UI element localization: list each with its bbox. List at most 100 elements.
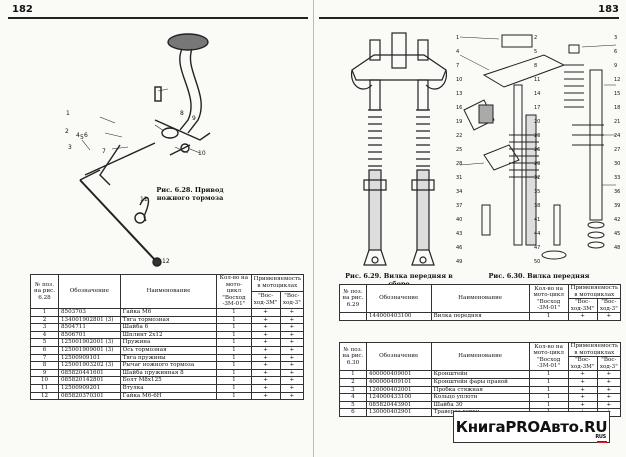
cell-voskhod-3m: + <box>250 338 281 347</box>
callout-label: 21 <box>614 119 620 125</box>
callout-label: 32 <box>534 175 540 181</box>
cell-voskhod-3: + <box>279 361 305 370</box>
cell-voskhod-3: + <box>279 368 305 378</box>
cell-pos: 12 <box>30 391 59 401</box>
cell-voskhod-3m: + <box>250 315 281 325</box>
cell-voskhod-3: + <box>279 376 305 385</box>
callout-label: 25 <box>456 147 462 153</box>
cell-name: Тяга тормозная <box>119 315 218 325</box>
callout-label: 6 <box>84 132 88 139</box>
col-qty: Кол-во на мото-цикл "Восход -3М-01" <box>216 274 252 309</box>
callout-label: 13 <box>456 91 462 97</box>
cell-designation: 8504711 <box>58 323 121 332</box>
callout-label: 39 <box>614 203 620 209</box>
cell-voskhod-3: + <box>596 377 622 387</box>
figure-6-29-front-fork: Рис. 6.29. Вилка передняя в сборе <box>344 25 454 287</box>
callout-label: 3 <box>68 144 72 151</box>
cell-voskhod-3: + <box>596 393 622 402</box>
watermark-text: КнигаPROАвто <box>455 418 579 436</box>
cell-qty: 1 <box>528 393 569 402</box>
cell-qty: 1 <box>528 385 569 395</box>
cell-voskhod-3: + <box>279 383 305 393</box>
col-voskhod-3: "Вос-ход-3" <box>596 356 622 372</box>
callout-label: 1 <box>66 110 70 117</box>
cell-designation: 085820142801 <box>58 376 121 385</box>
cell-name: Пробка стяжная <box>430 385 530 395</box>
cell-name: Вилка передняя <box>430 312 530 321</box>
cell-voskhod-3m: + <box>567 400 598 410</box>
cell-voskhod-3: + <box>279 353 305 363</box>
col-designation: Обозначение <box>365 283 432 314</box>
callout-label: 35 <box>534 189 540 195</box>
cell-voskhod-3m: + <box>250 353 281 363</box>
page-number-left: 182 <box>12 4 33 15</box>
cell-name: Гайка М6-6Н <box>119 391 218 401</box>
cell-voskhod-3m: + <box>250 330 281 340</box>
col-applicability: Применяемость в мотоциклах <box>567 283 622 300</box>
cell-voskhod-3m: + <box>250 368 281 378</box>
callout-label: 31 <box>456 175 462 181</box>
callout-label: 9 <box>614 63 617 69</box>
right-page: 1 8 3 <box>313 0 626 457</box>
callout-label: 23 <box>534 133 540 139</box>
callout-label: 50 <box>534 259 540 265</box>
cell-name: Тяга пружины <box>119 353 218 363</box>
col-applicability: Применяемость в мотоциклах <box>567 341 622 358</box>
cell-qty: 1 <box>216 376 252 385</box>
front-fork-drawing <box>350 32 448 266</box>
cell-voskhod-3m: + <box>567 312 598 321</box>
cell-qty: 1 <box>216 323 252 332</box>
cell-voskhod-3: + <box>279 345 305 355</box>
cell-voskhod-3: + <box>279 307 305 317</box>
callout-label: 29 <box>534 161 540 167</box>
cell-pos: 2 <box>339 377 367 387</box>
cell-pos: 3 <box>339 385 367 395</box>
callout-label: 26 <box>534 147 540 153</box>
cell-designation: 125001902001 (3) <box>58 338 121 347</box>
watermark-suffix: .RU <box>578 418 608 436</box>
cell-voskhod-3: + <box>596 370 622 379</box>
col-voskhod-3m: "Вос-ход-3М" <box>567 298 598 314</box>
cell-designation: 130000402901 <box>365 408 432 417</box>
callout-label: 8 <box>534 63 537 69</box>
callout-label: 16 <box>456 105 462 111</box>
cell-name: Рычаг ножного тормоза <box>119 361 218 370</box>
cell-designation: 125001909001 (3) <box>58 345 121 355</box>
cell-voskhod-3m: + <box>567 377 598 387</box>
cell-voskhod-3: + <box>596 312 622 321</box>
cell-pos: 4 <box>30 330 59 340</box>
cell-name: Ось тормозная <box>119 345 218 355</box>
callout-label: 5 <box>534 49 537 55</box>
callout-label: 17 <box>534 105 540 111</box>
cell-name: Шайба пружинная 8 <box>119 368 218 378</box>
page-number-right: 183 <box>598 4 619 15</box>
cell-pos: 1 <box>30 307 59 317</box>
col-voskhod-3m: "Вос-ход-3М" <box>567 356 598 372</box>
figure-6-29-caption: Рис. 6.29. Вилка передняя в сборе <box>345 272 453 287</box>
cell-qty: 1 <box>216 391 252 401</box>
cell-name: Шплинт 2х12 <box>119 330 218 340</box>
cell-designation: 134001902801 (3) <box>58 315 121 325</box>
callout-label: 3 <box>614 35 617 41</box>
callout-label: 33 <box>614 175 620 181</box>
callout-label: 19 <box>456 119 462 125</box>
cell-voskhod-3m: + <box>250 361 281 370</box>
callout-label: 6 <box>614 49 617 55</box>
cell-voskhod-3m: + <box>567 393 598 402</box>
cell-voskhod-3m: + <box>250 376 281 385</box>
col-voskhod-3: "Вос-ход-3" <box>279 290 305 309</box>
col-name: Наименование <box>119 274 218 309</box>
cell-name: Кронштейн фары правой <box>430 377 530 387</box>
callout-label: 24 <box>614 133 620 139</box>
cell-name: Втулка <box>119 383 218 393</box>
callout-label: 9 <box>192 115 196 122</box>
header-rule-right <box>319 17 619 19</box>
